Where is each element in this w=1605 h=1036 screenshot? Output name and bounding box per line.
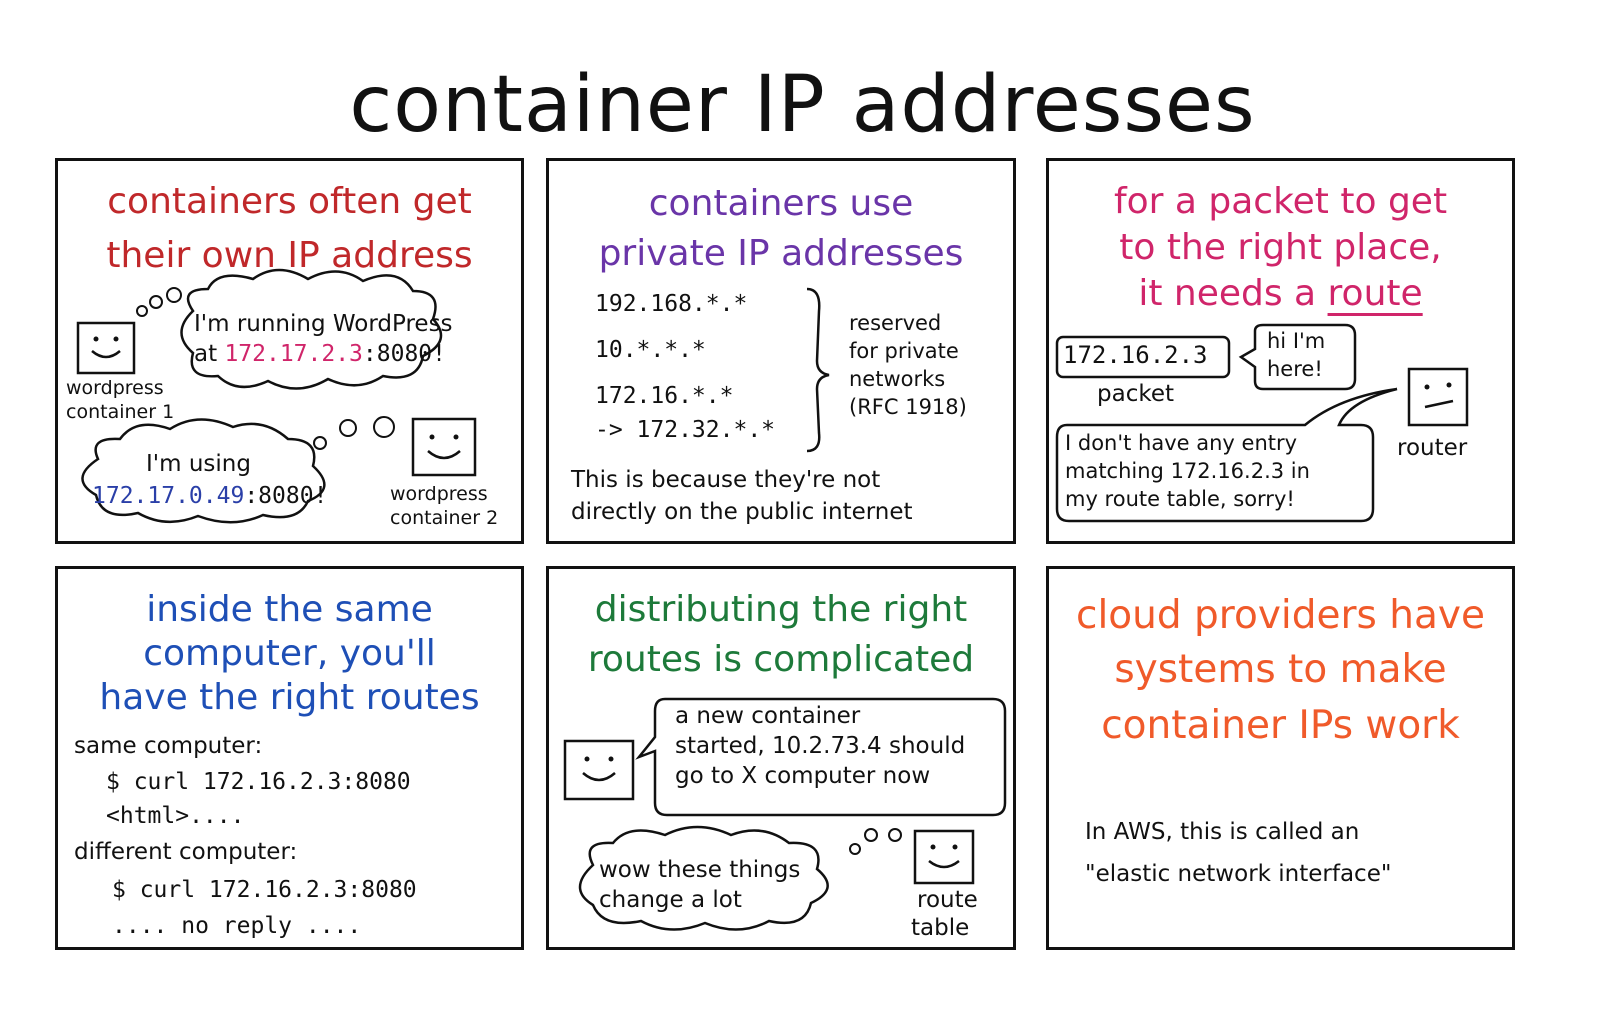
ip-range: -> 172.32.*.* [595, 417, 776, 443]
panel-title-line: have the right routes [99, 677, 480, 718]
ip-range: 10.*.*.* [595, 337, 706, 363]
panel-title-line: containers often get [107, 181, 472, 222]
packet-label: packet [1097, 381, 1175, 407]
packet-speech: here! [1267, 357, 1323, 381]
bubble-text: 172.17.0.49:8080! [92, 483, 327, 509]
speech-bubble [635, 697, 1007, 817]
router-icon [1407, 367, 1469, 427]
curl-output: <html>.... [106, 803, 245, 829]
container-speech: started, 10.2.73.4 should [675, 733, 966, 759]
route-table-label: route [917, 887, 978, 913]
panel-route: for a packet to get to the right place, … [1046, 158, 1515, 544]
panel1-drawing [76, 268, 477, 524]
aws-note: In AWS, this is called an [1085, 819, 1360, 845]
container-speech: go to X computer now [675, 763, 931, 789]
thought-bubble [578, 825, 829, 931]
panel-title-line: to the right place, [1119, 227, 1442, 268]
router-speech: matching 172.16.2.3 in [1065, 459, 1310, 483]
packet-ip: 172.16.2.3 [1063, 341, 1208, 369]
curl-command: $ curl 172.16.2.3:8080 [112, 877, 417, 903]
panel-title-line: for a packet to get [1113, 181, 1448, 222]
page-title: container IP addresses [349, 60, 1256, 150]
panel-title-line: it needs a route [1049, 267, 1512, 321]
brace-icon [806, 287, 830, 453]
panel-note: This is because they're not [571, 467, 881, 493]
panel-title-line: inside the same [146, 589, 433, 630]
port: :8080! [362, 341, 447, 367]
packet-box [1055, 335, 1231, 379]
panel-title-line: private IP addresses [598, 233, 964, 274]
container-label: container 1 [66, 401, 175, 423]
ip-range: 172.16.*.* [595, 383, 734, 409]
ip-range: 192.168.*.* [595, 291, 748, 317]
smiley-container-icon [76, 321, 136, 375]
reserved-note: reserved [849, 311, 942, 335]
thought-bubble [81, 418, 326, 524]
bubble-text: at 172.17.2.3:8080! [194, 341, 446, 367]
container-speech: a new container [675, 703, 861, 729]
curl-command: $ curl 172.16.2.3:8080 [106, 769, 411, 795]
speech-bubble [1238, 323, 1357, 391]
bubble-text: I'm running WordPress [194, 311, 453, 337]
route-table-icon [913, 829, 975, 885]
container-label: wordpress [390, 483, 488, 505]
container-label: container 2 [390, 507, 499, 529]
panel-title-line: cloud providers have [1076, 593, 1485, 638]
container-label: wordpress [66, 377, 164, 399]
bubble-text-at: at [194, 341, 225, 367]
smiley-container-icon [563, 739, 635, 801]
panel-same-computer: inside the same computer, you'll have th… [55, 566, 524, 950]
panel-title-line: container IPs work [1101, 703, 1460, 748]
panel-title-line: containers use [648, 183, 914, 224]
different-computer-label: different computer: [74, 839, 298, 865]
curl-output: .... no reply .... [112, 913, 362, 939]
reserved-note: (RFC 1918) [849, 395, 967, 419]
ip-address: 172.17.2.3 [224, 341, 363, 367]
panel-cloud-providers: cloud providers have systems to make con… [1046, 566, 1515, 950]
panel-private-ip: containers use private IP addresses 192.… [546, 158, 1016, 544]
reserved-note: networks [849, 367, 946, 391]
route-table-label: table [911, 915, 970, 941]
router-speech: I don't have any entry [1065, 431, 1298, 455]
thought-bubble [180, 268, 443, 390]
panel5-drawing [563, 697, 1007, 931]
ip-address: 172.17.0.49 [92, 483, 245, 509]
same-computer-label: same computer: [74, 733, 263, 759]
panel3-drawing [1055, 323, 1469, 523]
bubble-text: I'm using [146, 451, 251, 477]
panel-distributing-routes: distributing the right routes is complic… [546, 566, 1016, 950]
panel-title-line: computer, you'll [143, 633, 436, 674]
panel-note: directly on the public internet [571, 499, 913, 525]
panel-title-line: their own IP address [106, 235, 473, 276]
router-label: router [1397, 435, 1468, 461]
smiley-container-icon [411, 417, 477, 477]
router-speech: my route table, sorry! [1065, 487, 1295, 511]
panel-title-line: systems to make [1114, 647, 1447, 692]
speech-bubble [1055, 387, 1398, 523]
title-text: it needs a [1138, 273, 1328, 314]
route-table-thought: change a lot [599, 887, 742, 913]
route-word: route [1327, 273, 1423, 314]
packet-speech: hi I'm [1267, 329, 1326, 353]
aws-note: "elastic network interface" [1085, 861, 1392, 887]
route-table-thought: wow these things [599, 857, 801, 883]
panel-title-line: routes is complicated [587, 639, 975, 680]
reserved-note: for private [849, 339, 959, 363]
port: :8080! [244, 483, 328, 509]
panel-own-ip: containers often get their own IP addres… [55, 158, 524, 544]
panel-title-line: distributing the right [594, 589, 968, 630]
